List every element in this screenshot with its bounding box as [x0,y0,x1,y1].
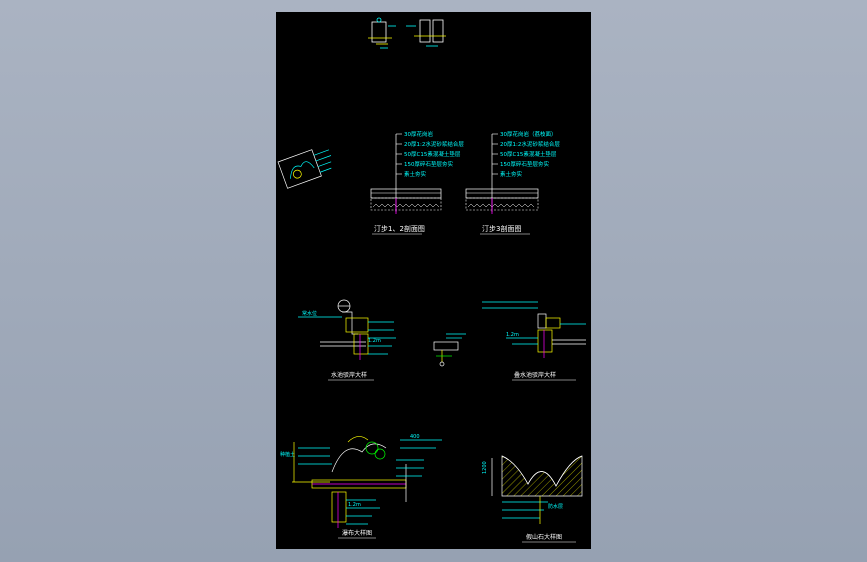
detail-bottom-right-title: 假山石大样图 [526,533,562,541]
section-3-title: 汀步3剖面图 [482,224,521,233]
detail-mid-right-title: 叠水池驳岸大样 [514,371,556,379]
layer-callout-label: 20厚1:2水泥砂浆结合层 [404,140,464,148]
layer-callout-label: 素土夯实 [500,170,523,178]
section-1-2-title: 汀步1、2剖面图 [374,224,425,233]
top-elevation-symbols [368,17,446,49]
misc-right-label: 防水层 [548,503,563,510]
dim-1-2m-left: 1.2m [368,338,381,344]
layer-callout-label: 20厚1:2水泥砂浆结合层 [500,140,560,148]
dim-400-label: 400 [410,434,420,440]
layer-callout-label: 30厚花岗岩（荔枝面） [500,130,557,138]
water-level-label-left: 常水位 [302,310,317,317]
cad-drawing-sheet: 30厚花岗岩 20厚1:2水泥砂浆结合层 50厚C15素混凝土垫层 150厚碎石垫层夯… [276,12,591,549]
dim-1-2m-right: 1.2m [506,332,519,338]
cascade-revetment-detail: 1.2m 叠水池驳岸大样 [482,301,586,381]
layer-callout-label: 150厚碎石垫层夯实 [500,160,549,168]
layer-callout-label: 50厚C15素混凝土垫层 [404,150,461,158]
layer-callout-label: 150厚碎石垫层夯实 [404,160,453,168]
section-1-2: 30厚花岗岩 20厚1:2水泥砂浆结合层 50厚C15素混凝土垫层 150厚碎石垫层夯… [370,130,464,235]
layer-callouts-left: 30厚花岗岩 20厚1:2水泥砂浆结合层 50厚C15素混凝土垫层 150厚碎石垫层夯… [396,130,464,178]
waterfall-detail: 种植土 400 1.2m 瀑布大样图 [280,434,442,539]
section-3: 30厚花岗岩（荔枝面） 20厚1:2水泥砂浆结合层 50厚C15素混凝土垫层 150厚… [465,130,560,235]
layer-callout-label: 50厚C15素混凝土垫层 [500,150,557,158]
layer-callout-label: 30厚花岗岩 [404,130,433,138]
misc-left-label: 种植土 [280,451,295,458]
pond-revetment-detail: 1.2m 常水位 水池驳岸大样 [298,299,396,381]
rockery-detail: 1200 防水层 假山石大样图 [482,455,583,543]
dim-1-2m-bottom: 1.2m [348,502,361,508]
layer-callout-label: 素土夯实 [404,170,427,178]
detail-bottom-left-title: 瀑布大样图 [342,529,372,537]
dim-1200-label: 1200 [482,461,488,474]
cad-drawing-canvas: 30厚花岗岩 20厚1:2水泥砂浆结合层 50厚C15素混凝土垫层 150厚碎石垫层夯… [277,17,586,543]
detail-mid-left-title: 水池驳岸大样 [331,371,367,379]
layer-callouts-right: 30厚花岗岩（荔枝面） 20厚1:2水泥砂浆结合层 50厚C15素混凝土垫层 150厚… [492,130,560,178]
center-small-detail [433,333,466,367]
rotated-rock-detail [277,149,332,189]
